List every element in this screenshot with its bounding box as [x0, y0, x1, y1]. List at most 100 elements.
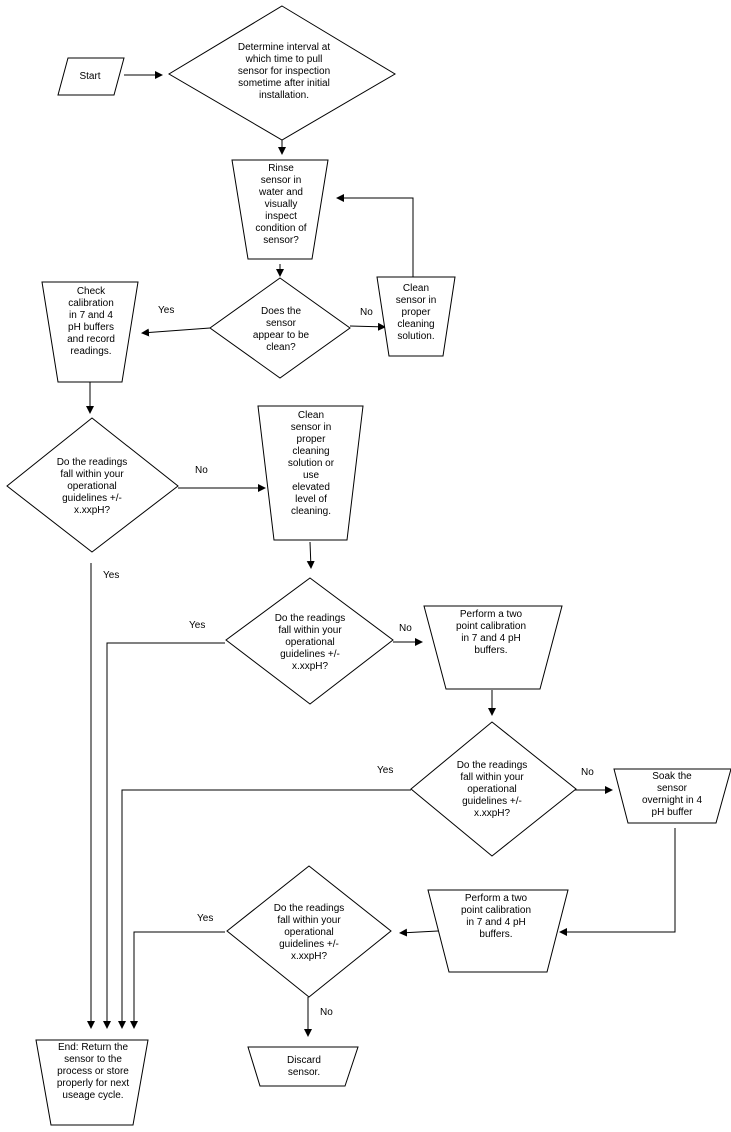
- label-line: sensor in: [396, 295, 437, 306]
- yes-clean-label: Yes: [158, 305, 174, 316]
- arrow-clean-check-no: [349, 322, 386, 331]
- arrow-clean-check-yes: [141, 327, 211, 337]
- label-line: solution or: [288, 458, 335, 469]
- label-line: sensor: [266, 318, 297, 329]
- label-line: solution.: [397, 331, 434, 342]
- arrow-readings-4-yes: [130, 931, 225, 1029]
- label-line: operational: [467, 784, 516, 795]
- clean-check-decision: [209, 277, 351, 379]
- label-line: pH buffer: [652, 807, 694, 818]
- label-line: Do the readings: [457, 760, 528, 771]
- no-readings-3-label: No: [581, 767, 594, 778]
- label-line: clean?: [266, 342, 296, 353]
- no-clean-label: No: [360, 307, 373, 318]
- yes-readings-3-label: Yes: [377, 765, 393, 776]
- label-line: calibration: [68, 298, 114, 309]
- arrow-two-point-2-to-readings-4: [399, 928, 439, 937]
- label-line: pH buffers: [68, 322, 114, 333]
- label-line: useage cycle.: [62, 1090, 123, 1101]
- end-step: [35, 1039, 149, 1126]
- arrow-readings-3-yes: [118, 789, 411, 1029]
- label-line: level of: [295, 494, 327, 505]
- label-line: sensor in: [291, 422, 332, 433]
- label-line: inspect: [265, 211, 297, 222]
- label-line: sensor.: [288, 1067, 320, 1078]
- label-line: elevated: [292, 482, 330, 493]
- label-line: sometime after initial: [238, 78, 330, 89]
- label-line: sensor: [657, 783, 688, 794]
- label-line: guidelines +/-: [280, 649, 340, 660]
- two-point-1-step: [423, 605, 563, 690]
- label-line: Perform a two: [460, 609, 523, 620]
- readings-3-decision: [410, 721, 577, 857]
- no-readings-1-label: No: [195, 465, 208, 476]
- label-line: End: Return the: [58, 1042, 128, 1053]
- label-line: operational: [285, 637, 334, 648]
- no-readings-4-label: No: [320, 1007, 333, 1018]
- label-line: Determine interval at: [238, 42, 330, 53]
- label-line: overnight in 4: [642, 795, 702, 806]
- label-line: x.xxpH?: [291, 951, 328, 962]
- start-label: Start: [79, 71, 100, 82]
- label-line: Do the readings: [274, 903, 345, 914]
- label-line: visually: [265, 199, 298, 210]
- two-point-2-step: [427, 889, 569, 973]
- arrow-soak-to-two-point-2: [559, 828, 676, 936]
- label-line: sensor in: [261, 175, 302, 186]
- determine-decision: [168, 5, 396, 141]
- label-line: sensor?: [263, 235, 299, 246]
- label-line: point calibration: [456, 621, 526, 632]
- readings-4-decision: [226, 865, 392, 998]
- rinse-step: [231, 159, 329, 260]
- label-line: condition of: [255, 223, 306, 234]
- arrow-clean-elevated-to-readings-2: [306, 541, 315, 569]
- label-line: fall within your: [460, 772, 524, 783]
- label-line: fall within your: [277, 915, 341, 926]
- label-line: x.xxpH?: [474, 808, 511, 819]
- discard-step: [247, 1046, 359, 1087]
- label-line: fall within your: [278, 625, 342, 636]
- label-line: point calibration: [461, 905, 531, 916]
- connectors: [86, 71, 676, 1037]
- label-line: guidelines +/-: [62, 493, 122, 504]
- label-line: operational: [284, 927, 333, 938]
- label-line: sensor to the: [64, 1054, 122, 1065]
- label-line: readings.: [70, 346, 111, 357]
- label-line: Check: [77, 286, 106, 297]
- label-line: buffers.: [474, 645, 507, 656]
- label-line: Clean: [403, 283, 429, 294]
- label-line: in 7 and 4 pH: [466, 917, 526, 928]
- label-line: Clean: [298, 410, 324, 421]
- label-line: proper: [402, 307, 432, 318]
- yes-readings-2-label: Yes: [189, 620, 205, 631]
- label-line: installation.: [259, 90, 309, 101]
- label-line: operational: [67, 481, 116, 492]
- check-calibration-step: [41, 281, 139, 383]
- yes-readings-4-label: Yes: [197, 913, 213, 924]
- label-line: cleaning: [397, 319, 434, 330]
- label-line: appear to be: [253, 330, 310, 341]
- label-line: Start: [79, 71, 100, 82]
- label-line: x.xxpH?: [292, 661, 329, 672]
- label-line: buffers.: [479, 929, 512, 940]
- soak-step: [613, 768, 731, 824]
- no-readings-2-label: No: [399, 623, 412, 634]
- label-line: and record: [67, 334, 115, 345]
- label-line: sensor for inspection: [238, 66, 330, 77]
- label-line: proper: [297, 434, 327, 445]
- label-line: use: [303, 470, 320, 481]
- label-line: Do the readings: [275, 613, 346, 624]
